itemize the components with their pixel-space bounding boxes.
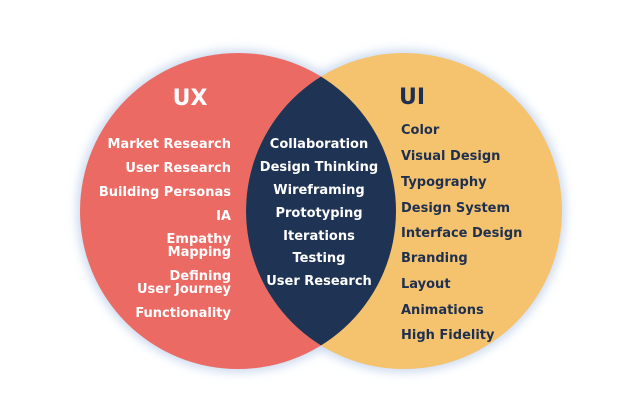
overlap-item: Testing: [293, 251, 346, 266]
ui-list: Color Visual Design Typography Design Sy…: [401, 123, 522, 343]
ui-item: Interface Design: [401, 226, 522, 241]
overlap-item: Design Thinking: [260, 160, 378, 175]
ui-item: Design System: [401, 201, 510, 216]
overlap-item: Wireframing: [273, 183, 364, 198]
ux-item: Building Personas: [99, 185, 231, 200]
overlap-item: Collaboration: [270, 137, 368, 152]
ux-list: Market Research User Research Building P…: [99, 137, 232, 321]
overlap-region: [246, 53, 396, 369]
ux-item: Mapping: [168, 245, 231, 260]
overlap-item: Iterations: [283, 229, 355, 244]
ui-item: Animations: [401, 303, 484, 318]
ux-item: Defining: [169, 269, 231, 284]
overlap-item: Prototyping: [275, 206, 362, 221]
overlap-item: User Research: [266, 274, 372, 289]
ui-title: UI: [399, 85, 425, 110]
ux-item: Functionality: [135, 306, 231, 321]
ux-item: Empathy: [167, 232, 232, 247]
ux-item: IA: [216, 209, 231, 224]
ui-item: Typography: [401, 175, 487, 190]
ui-item: Visual Design: [401, 149, 500, 164]
ui-item: Branding: [401, 251, 468, 266]
ux-title: UX: [173, 86, 208, 111]
ui-item: Layout: [401, 277, 451, 292]
ux-item: Market Research: [108, 137, 232, 152]
ui-item: High Fidelity: [401, 328, 495, 343]
overlap-list: Collaboration Design Thinking Wireframin…: [260, 137, 378, 289]
ux-item: User Research: [125, 161, 231, 176]
ui-item: Color: [401, 123, 440, 138]
ux-item: User Journey: [137, 282, 232, 297]
